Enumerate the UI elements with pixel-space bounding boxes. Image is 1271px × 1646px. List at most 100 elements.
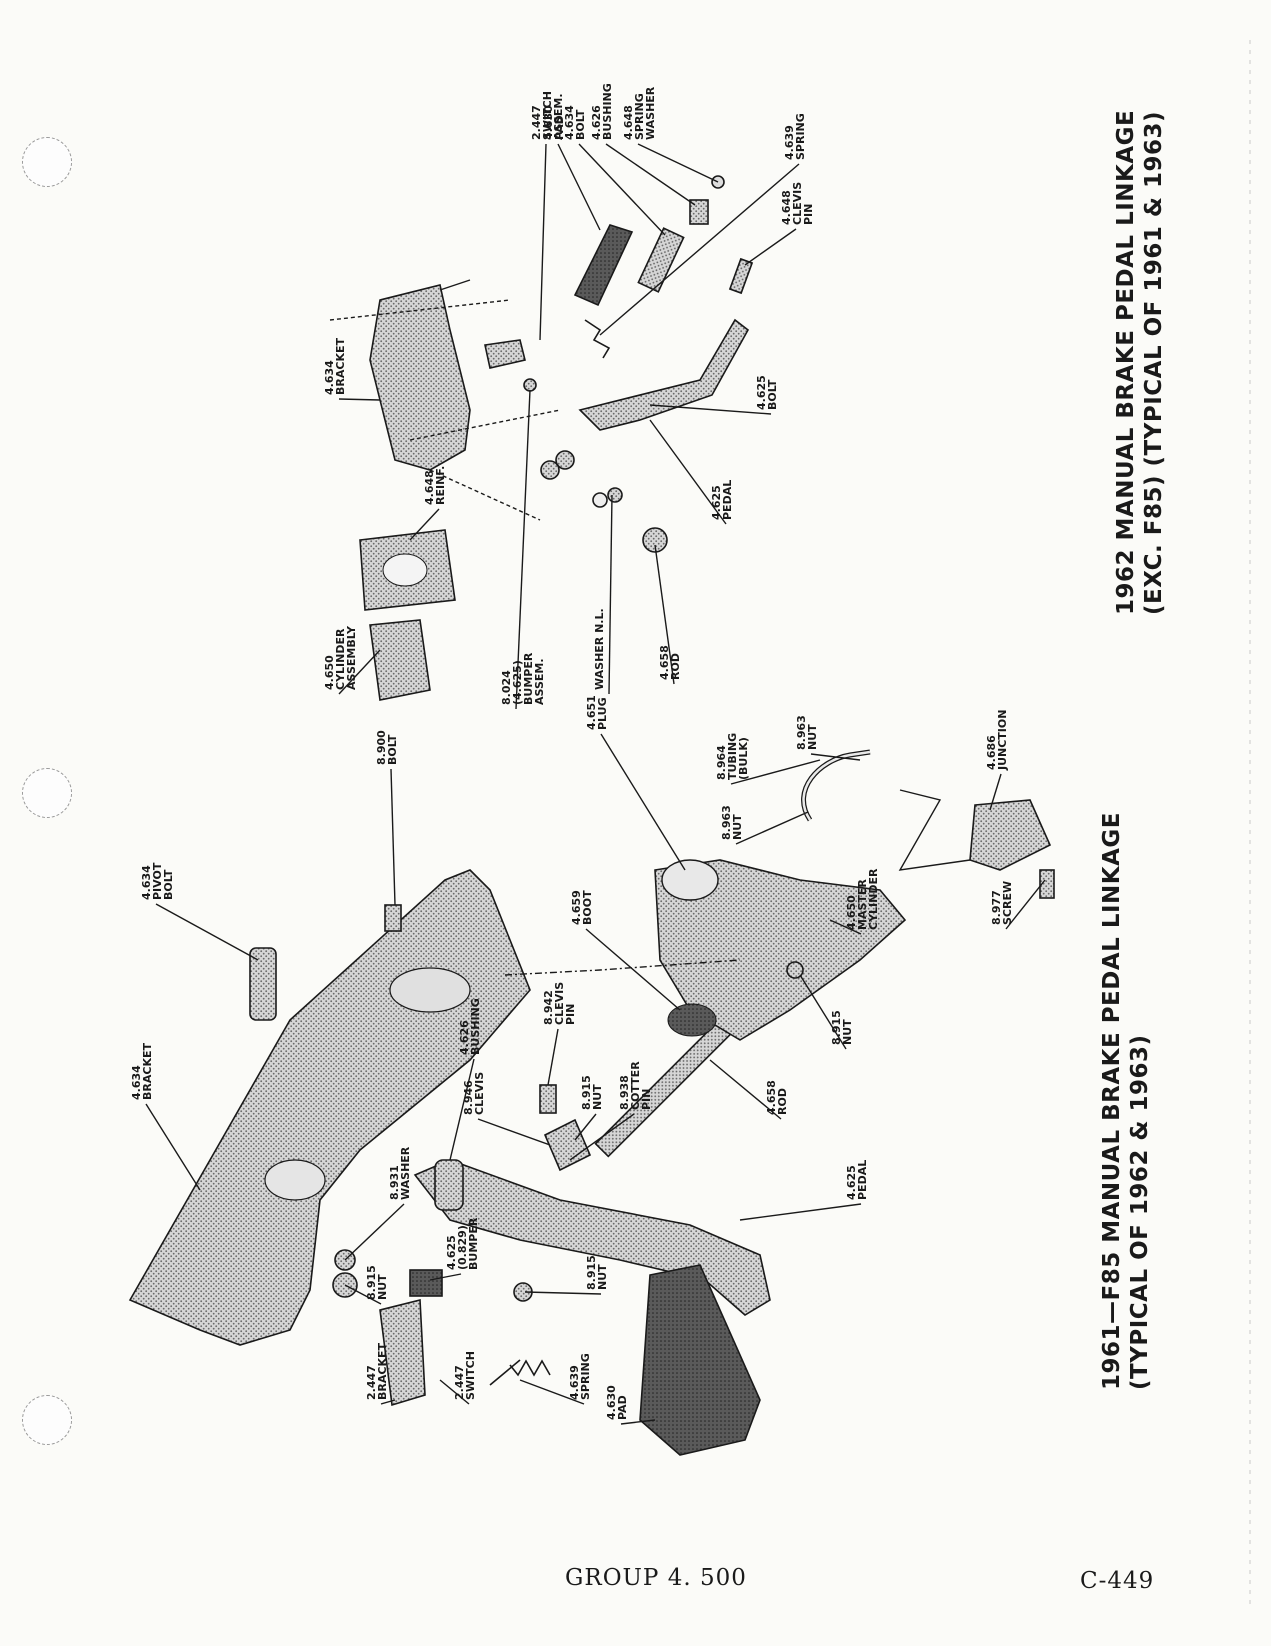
part-1961-callout-19: 8.931WASHER [344, 1146, 412, 1261]
rod-end-1962 [642, 527, 668, 553]
part-1961-callout-14: 8.915NUT [799, 974, 854, 1050]
part-1962-callout-label-4: 4.626BUSHING [590, 83, 614, 140]
part-1961-leader-line-10 [829, 919, 862, 935]
part-1961-leader-line-17 [709, 1059, 782, 1120]
part-1961-leader-line-13 [449, 1058, 475, 1161]
part-1962-leader-line-12 [338, 649, 381, 695]
part-1961-callout-label-10: 4.650MASTERCYLINDER [845, 868, 880, 930]
part-1961-callout-label-2: 4.634PIVOTBOLT [140, 862, 175, 900]
part-1962-leader-line-10 [649, 404, 772, 415]
part-1962-leader-line-4 [605, 143, 696, 206]
bushing-1962 [689, 199, 709, 225]
part-1962-callout-3: 4.634BOLT [563, 105, 666, 236]
part-1962-callout-2: 2.447SWITCHASSEM. [530, 91, 565, 341]
part-1961-callout-label-9: 4.659BOOT [570, 890, 594, 925]
assembly-1962 [329, 175, 754, 701]
part-1961-callout-7: 8.963NUT [720, 805, 809, 845]
pedal-1961 [413, 1159, 771, 1316]
group-number: GROUP 4. 500 [565, 1565, 747, 1591]
part-1962-callout-label-6: 4.639SPRING [783, 113, 807, 160]
part-1961-callout-8: 4.686JUNCTION [985, 710, 1009, 811]
part-1962-callout-label-14: WASHER N.L. [593, 608, 606, 690]
part-1961-leader-line-12 [547, 1028, 559, 1086]
part-1962-callout-label-3: 4.634BOLT [563, 105, 587, 140]
part-1961-callout-label-4: 4.651PLUG [585, 695, 609, 730]
part-1962-leader-line-14 [608, 494, 613, 695]
bushing-1961 [434, 1159, 464, 1211]
part-1962-callout-12: 4.650CYLINDERASSEMBLY [323, 625, 381, 695]
part-1961-leader-line-8 [989, 773, 1002, 811]
part-1962-leader-line-6 [599, 163, 800, 336]
part-1961-leader-line-1 [145, 1103, 201, 1191]
bolt-8900-1961 [384, 904, 402, 932]
clevis-pin-1962 [728, 257, 754, 295]
part-1962-callout-label-1: 4.630PAD [542, 105, 566, 140]
part-1961-leader-line-2 [155, 903, 259, 961]
part-1962-leader-line-15 [654, 544, 675, 685]
part-1961-callout-9: 4.659BOOT [570, 890, 681, 1011]
part-1961-callout-label-26: 4.639SPRING [568, 1353, 592, 1400]
part-1962-callout-label-9: 4.648REINF. [423, 466, 447, 505]
clevis-1961 [543, 1118, 592, 1172]
part-1962-leader-line-8 [338, 398, 381, 401]
part-1961-callout-3: 8.900BOLT [375, 730, 399, 906]
screw-1961 [1039, 869, 1055, 899]
part-1961-leader-line-23 [344, 1284, 382, 1305]
part-1961-callout-label-8: 4.686JUNCTION [985, 710, 1009, 771]
part-1962-callout-label-11: 4.625PEDAL [710, 480, 734, 520]
part-1961-leader-line-22 [524, 1291, 602, 1295]
title-1962-line-2: (EXC. F85) (TYPICAL OF 1961 & 1963) [1141, 111, 1167, 615]
part-1962-callout-14: WASHER N.L. [593, 494, 613, 695]
part-1961-callout-label-27: 4.630PAD [605, 1385, 629, 1420]
part-1961-callout-23: 8.915NUT [344, 1265, 389, 1305]
cylinder-1962 [369, 619, 431, 701]
pedal-1962 [578, 318, 750, 431]
part-1961-callout-label-7: 8.963NUT [720, 805, 744, 840]
part-1962-leader-line-9 [409, 508, 440, 541]
plug-1961 [661, 859, 719, 901]
part-1961-callout-21: 4.625PEDAL [739, 1160, 869, 1221]
part-1962-callout-5: 4.648SPRINGWASHER [622, 86, 719, 183]
part-1961-callout-label-17: 4.658ROD [765, 1080, 789, 1115]
bracket-1962 [369, 284, 471, 471]
bumper-1961 [409, 1269, 443, 1297]
bolt-1962 [637, 227, 685, 293]
part-1961-leader-line-15 [574, 1113, 597, 1141]
part-1961-callout-20: 4.625(0.829)BUMPER [429, 1217, 480, 1281]
clevis-pin-1961 [539, 1084, 557, 1114]
spring-1962 [584, 319, 611, 359]
part-1962-callout-15: 4.658ROD [654, 544, 682, 685]
part-1962-callout-8: 4.634BRACKET [323, 338, 381, 401]
switch-1962 [484, 339, 526, 369]
part-1961-callout-6: 8.963NUT [795, 715, 861, 761]
part-1961-leader-line-11 [1005, 879, 1046, 930]
part-1961-callout-1: 4.634BRACKET [130, 1043, 201, 1191]
part-1962-callout-label-2: 2.447SWITCHASSEM. [530, 91, 565, 140]
part-1962-callout-11: 4.625PEDAL [649, 419, 734, 525]
callouts-1961: 4.634BRACKET 4.634PIVOTBOLT 8.900BOLT 4.651… [130, 695, 1046, 1425]
part-1962-callout-4: 4.626BUSHING [590, 83, 696, 206]
title-1961-line-2: (TYPICAL OF 1962 & 1963) [1127, 1034, 1153, 1391]
assembly-1961 [128, 749, 1055, 1456]
part-1961-callout-10: 4.650MASTERCYLINDER [829, 868, 880, 935]
part-1962-leader-line-7 [744, 228, 797, 266]
boot-1961 [667, 1003, 717, 1037]
part-1961-leader-line-16 [569, 1113, 635, 1161]
part-1961-leader-line-9 [585, 928, 681, 1011]
part-1962-callout-7: 4.648CLEVISPIN [744, 182, 815, 266]
part-1961-leader-line-25 [439, 1379, 470, 1405]
part-1962-callout-10: 4.625BOLT [649, 375, 779, 415]
part-1961-callout-12: 8.942CLEVISPIN [542, 982, 577, 1086]
part-1961-callout-16: 8.938COTTERPIN [569, 1061, 653, 1161]
part-1961-callout-22: 8.915NUT [524, 1255, 609, 1295]
part-1961-callout-24: 2.447BRACKET [365, 1343, 396, 1405]
part-1961-leader-line-6 [810, 753, 861, 761]
master-cylinder-1961 [654, 859, 907, 1041]
binder-hole-bottom [22, 1395, 72, 1445]
part-1961-leader-line-14 [799, 974, 847, 1050]
part-1961-leader-line-26 [519, 1379, 585, 1405]
part-1961-callout-17: 4.658ROD [709, 1059, 789, 1120]
part-1961-callout-label-5: 8.964TUBING(BULK) [715, 733, 750, 780]
